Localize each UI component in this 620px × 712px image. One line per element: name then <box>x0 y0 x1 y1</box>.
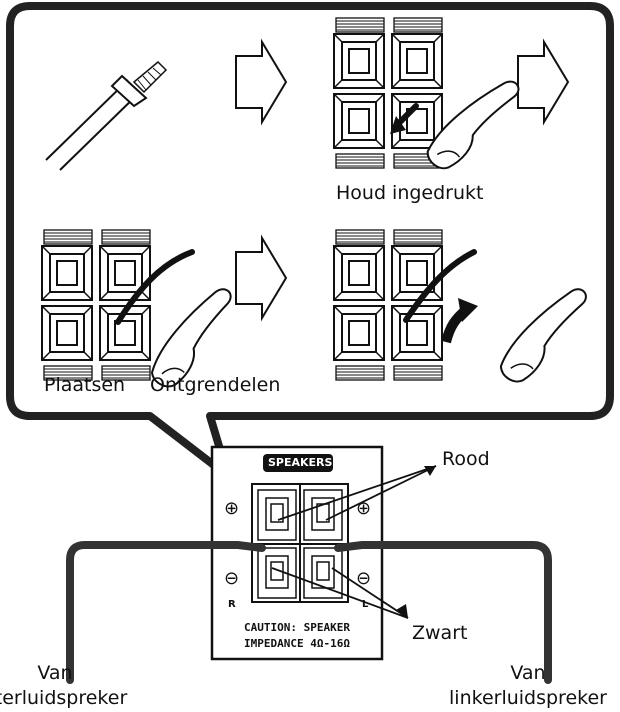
pointer-lines <box>271 465 437 619</box>
red-wire-label: Rood <box>442 448 490 470</box>
press-hold-label: Houd ingedrukt <box>336 182 484 204</box>
minus-left-symbol: ⊖ <box>356 568 372 589</box>
release-label: Ontgrendelen <box>150 374 281 396</box>
speaker-terminal-panel <box>210 445 384 661</box>
plus-right-symbol: ⊕ <box>224 498 240 519</box>
plus-left-symbol: ⊕ <box>356 498 372 519</box>
speaker-cables <box>66 541 552 684</box>
speakers-badge: SPEAKERS <box>268 456 333 469</box>
channel-right-label: R <box>228 599 236 610</box>
from-right-line1: Van <box>37 662 73 684</box>
terminal-block-release <box>334 230 609 388</box>
minus-right-symbol: ⊖ <box>224 568 240 589</box>
channel-left-label: L <box>362 599 369 610</box>
from-left-speaker-label: Van linkerluidspreker <box>436 664 620 708</box>
caution-line1: CAUTION: SPEAKER <box>244 621 350 634</box>
insert-label: Plaatsen <box>44 374 126 396</box>
black-wire-label: Zwart <box>412 622 468 644</box>
from-left-line1: Van <box>510 662 546 684</box>
from-right-line2: hterluidspreker <box>0 687 128 709</box>
terminal-block-press <box>334 18 537 174</box>
caution-line2: IMPEDANCE 4Ω-16Ω <box>244 637 350 650</box>
stripped-cable-icon <box>45 60 168 171</box>
from-right-speaker-label: Van hterluidspreker <box>0 664 130 708</box>
terminal-block-insert <box>42 230 257 394</box>
from-left-line2: linkerluidspreker <box>449 687 607 709</box>
